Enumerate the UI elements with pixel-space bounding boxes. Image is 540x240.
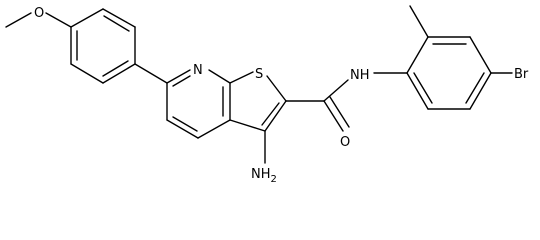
amino-subscript: 2 xyxy=(271,174,277,185)
amino-nh-text: NH xyxy=(251,167,271,182)
bond-ring2-f xyxy=(406,72,429,110)
amino-label: NH2 xyxy=(251,167,277,185)
bond-carbonyl-o-2 xyxy=(329,96,350,128)
amide-nh-label: NH xyxy=(350,68,370,83)
bond-ring2-c xyxy=(469,36,492,74)
bond-ring2-methyl xyxy=(409,5,429,38)
thiophene-sulfur-label: S xyxy=(255,67,263,82)
bond-thio-b xyxy=(266,75,287,102)
bond-ring2-a xyxy=(406,36,429,74)
amide-oxygen-label: O xyxy=(340,135,350,150)
bond-ring1-d xyxy=(102,63,136,84)
bond-thio-c xyxy=(264,100,287,132)
molecule-structure: O N S NH O NH2 Br xyxy=(5,5,529,185)
bond-pyr-d xyxy=(197,119,231,139)
bond-thio-double xyxy=(261,102,280,126)
bond-biaryl xyxy=(134,63,168,84)
bond-carbonyl-o-1 xyxy=(323,100,344,132)
bromine-label: Br xyxy=(514,67,529,82)
bond-ring2-double-2 xyxy=(465,72,485,104)
bond-ring2-double-3 xyxy=(413,72,433,104)
bond-thio-a xyxy=(229,71,254,84)
bond-ring1-double-1 xyxy=(103,15,130,32)
bond-ring1-b xyxy=(102,8,136,28)
bond-thio-d xyxy=(229,119,266,132)
bond-ring1-e xyxy=(70,63,104,84)
bond-layer xyxy=(5,5,513,164)
bond-pyr-double-1 xyxy=(172,75,191,87)
bond-ring1-double-2 xyxy=(102,60,129,77)
bond-ring2-d xyxy=(469,72,492,110)
bond-pyr-b xyxy=(208,69,231,84)
bond-ring1-a xyxy=(70,8,104,28)
atom-label-layer: O N S NH O NH2 Br xyxy=(34,6,529,185)
pyridine-nitrogen-label: N xyxy=(193,63,203,78)
bond-methyl-o xyxy=(5,12,32,28)
methoxy-oxygen-label: O xyxy=(34,6,44,21)
bond-carbonyl-n xyxy=(323,79,349,102)
bond-pyr-a xyxy=(166,69,191,84)
bond-pyr-e xyxy=(166,119,199,139)
bond-o-aryl xyxy=(45,12,72,28)
bond-pyr-double-3 xyxy=(172,116,198,132)
